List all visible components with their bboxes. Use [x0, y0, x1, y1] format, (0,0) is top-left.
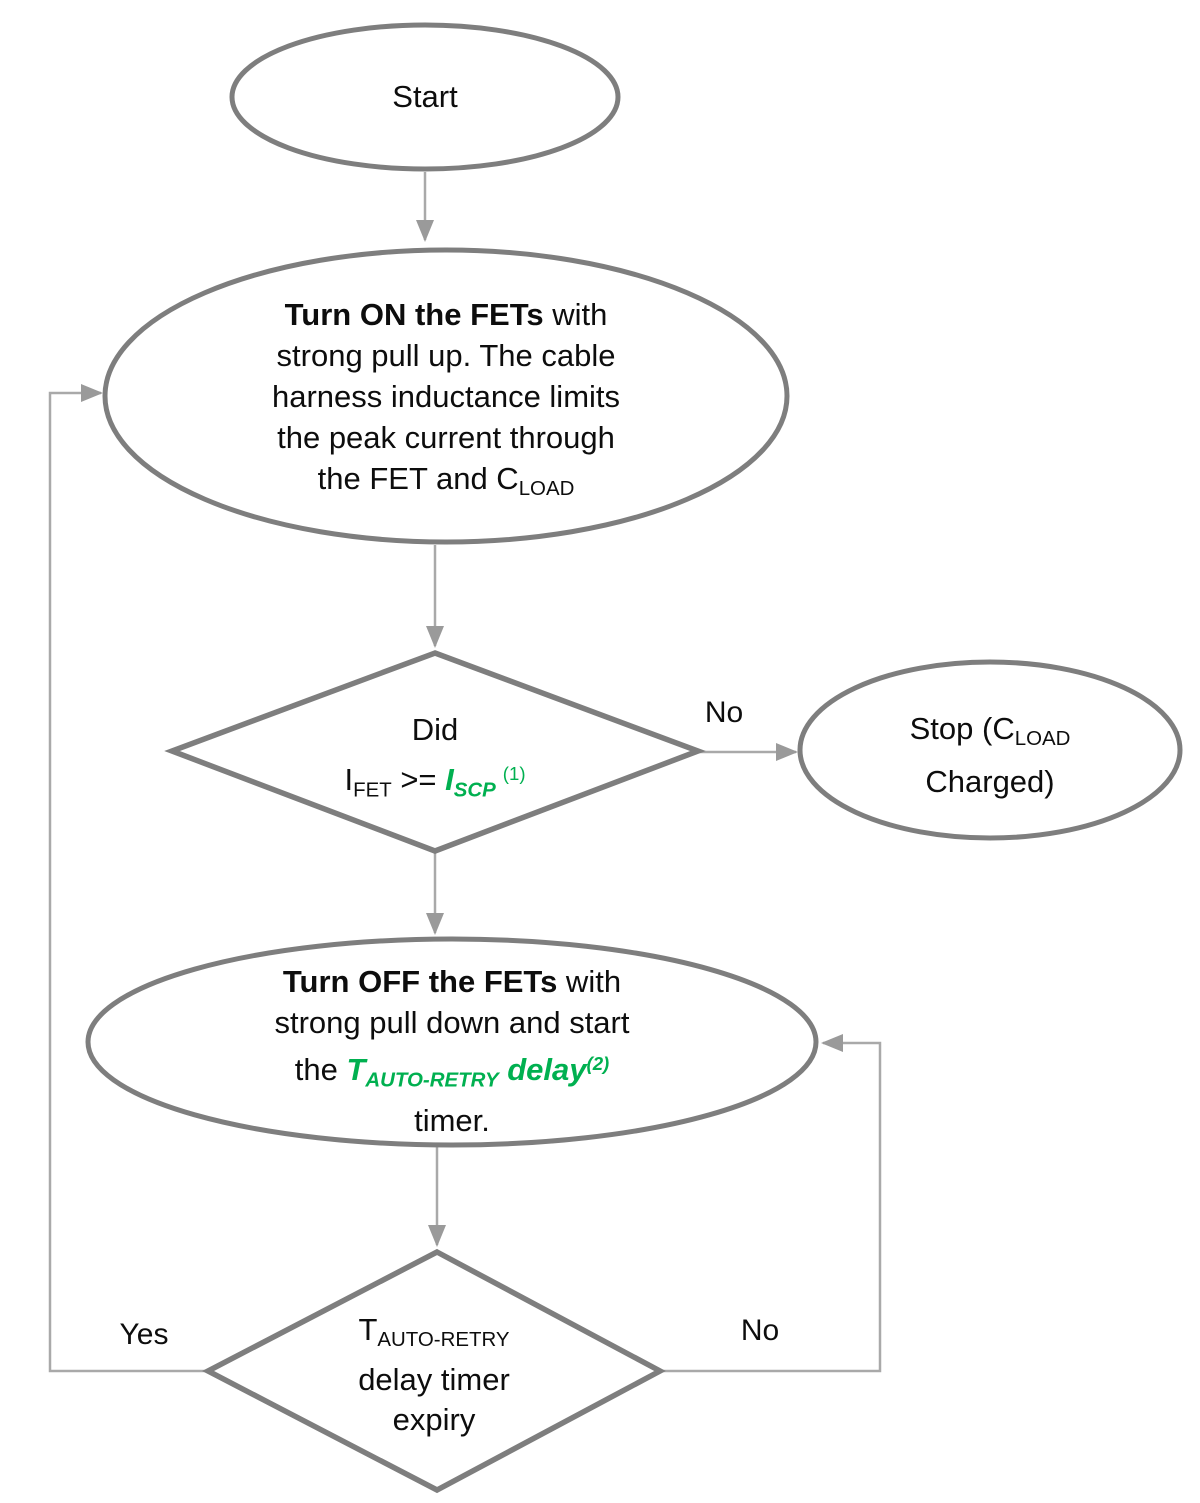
start-text: Start	[392, 79, 458, 114]
scp-decision-line-2: IFET >= ISCP(1)	[344, 762, 526, 802]
arrow-no-loop-to-turn-off	[660, 1034, 882, 1373]
start-node-shape	[229, 22, 621, 172]
retry-decision-shape	[202, 1248, 666, 1494]
turn-on-line-4: the peak current through	[277, 420, 615, 455]
turn-off-line-1: Turn OFF the FETs with	[282, 964, 622, 999]
turn-off-line-3: the TAUTO-RETRY delay(2)	[294, 1052, 610, 1092]
turn-off-line-2: strong pull down and start	[274, 1005, 630, 1040]
retry-decision-line-2: delay timer	[358, 1362, 510, 1398]
turn-off-node-label: Turn OFF the FETs with strong pull down …	[162, 961, 742, 1141]
start-node-label: Start	[325, 76, 525, 117]
turn-on-line-2: strong pull up. The cable	[276, 338, 616, 373]
scp-decision-line-1: Did	[411, 712, 459, 747]
arrow-yes-loop-to-turn-on	[48, 384, 208, 1373]
retry-decision-line-1: TAUTO-RETRY	[358, 1312, 510, 1352]
stop-node-shape	[797, 659, 1183, 841]
retry-decision-label: TAUTO-RETRY delay timer expiry	[274, 1310, 594, 1440]
turn-off-node-shape	[85, 936, 819, 1148]
turn-on-line-3: harness inductance limits	[271, 379, 621, 414]
stop-line-2: Charged)	[925, 764, 1055, 800]
scp-decision-label: Did IFET >= ISCP(1)	[235, 708, 635, 812]
retry-decision-line-3: expiry	[392, 1402, 476, 1438]
scp-decision-shape	[164, 650, 706, 854]
turn-on-line-1: Turn ON the FETs with	[284, 297, 608, 332]
stop-line-1: Stop (CLOAD	[909, 711, 1071, 751]
edge-label-no-loop: No	[740, 1314, 780, 1347]
stop-node-label: Stop (CLOAD Charged)	[810, 707, 1170, 803]
turn-on-node-shape	[102, 247, 790, 545]
turn-off-line-4: timer.	[414, 1103, 490, 1139]
turn-on-node-label: Turn ON the FETs with strong pull up. Th…	[186, 294, 706, 509]
edge-label-no-to-stop: No	[704, 696, 744, 729]
turn-on-line-5: the FET and CLOAD	[317, 461, 575, 501]
edge-label-yes-loop: Yes	[119, 1318, 169, 1351]
